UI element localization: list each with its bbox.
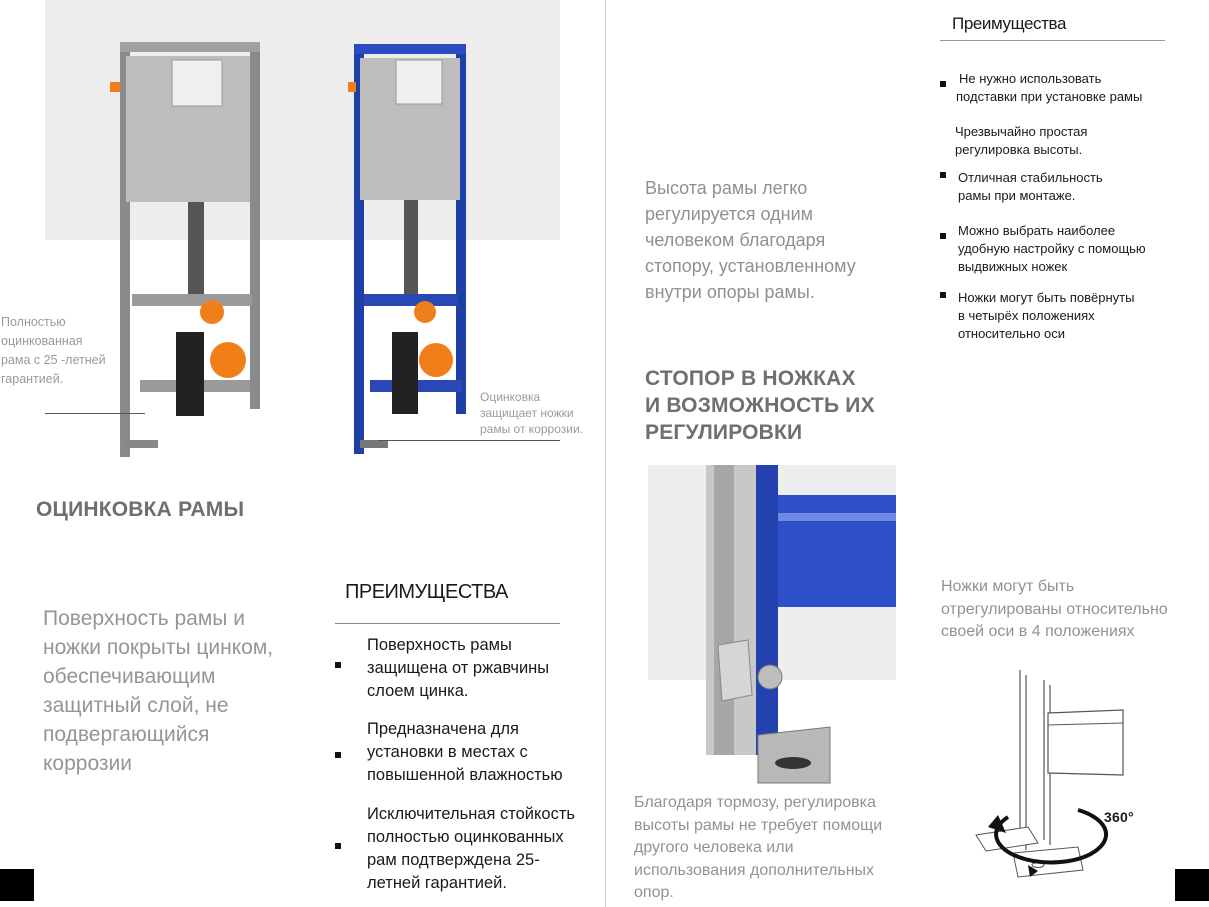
advantage-item-left-2: Предназначена для установки в местах с п… — [367, 720, 563, 784]
label-leader-line-right — [378, 440, 560, 441]
bullet-icon — [940, 81, 946, 87]
advantages-underline-left — [335, 623, 560, 624]
bullet-icon — [940, 233, 946, 239]
painted-frame-blue — [348, 44, 466, 454]
full-galvanization-label: Полностью оцинкованная рама с 25 -летней… — [1, 315, 106, 386]
bullet-icon — [940, 172, 946, 178]
bullet-icon — [335, 752, 341, 758]
rotation-caption: Ножки могут быть отрегулированы относите… — [941, 578, 1168, 640]
advantage-item-right-5: Ножки могут быть повёрнуты в четырёх пол… — [958, 290, 1135, 341]
advantage-item-right-2: Чрезвычайно простая регулировка высоты. — [955, 124, 1088, 157]
bullet-icon — [335, 843, 341, 849]
page-corner-marker-right — [1175, 869, 1209, 901]
installation-frames-image — [110, 42, 466, 457]
advantage-item-left-1: Поверхность рамы защищена от ржавчины сл… — [367, 636, 550, 700]
advantage-item-right-4: Можно выбрать наиболее удобную настройку… — [958, 223, 1146, 274]
legs-galvanization-label: Оцинковка защищает ножки рамы от коррози… — [480, 390, 583, 436]
advantages-title-right: Преимущества — [952, 14, 1067, 33]
galvanized-frame-gray — [110, 42, 260, 457]
leg-rotation-diagram — [975, 670, 1124, 878]
leg-stopper-closeup-image — [648, 465, 896, 784]
advantage-item-right-3: Отличная стабильность рамы при монтаже. — [958, 170, 1103, 203]
advantage-item-left-3: Исключительная стойкость полностью оцинк… — [367, 805, 575, 892]
rotation-360-label: 360° — [1104, 809, 1134, 825]
page-corner-marker-left — [0, 869, 34, 901]
advantages-title-left: ПРЕИМУЩЕСТВА — [345, 581, 508, 603]
bullet-icon — [940, 292, 946, 298]
height-adjust-body-text: Высота рамы легко регулируется одним чел… — [645, 178, 856, 302]
advantages-underline-right — [940, 40, 1165, 41]
page-divider — [605, 0, 606, 907]
section-title-galvanization: ОЦИНКОВКА РАМЫ — [36, 498, 245, 521]
bullet-icon — [335, 662, 341, 668]
galvanization-body-text: Поверхность рамы и ножки покрыты цинком,… — [43, 607, 274, 775]
label-leader-line-left — [45, 413, 145, 414]
brake-caption: Благодаря тормозу, регулировка высоты ра… — [634, 794, 883, 901]
section-title-stopper: СТОПОР В НОЖКАХ И ВОЗМОЖНОСТЬ ИХ РЕГУЛИР… — [645, 367, 875, 444]
advantage-item-right-1: Не нужно использовать подставки при уста… — [956, 71, 1143, 104]
